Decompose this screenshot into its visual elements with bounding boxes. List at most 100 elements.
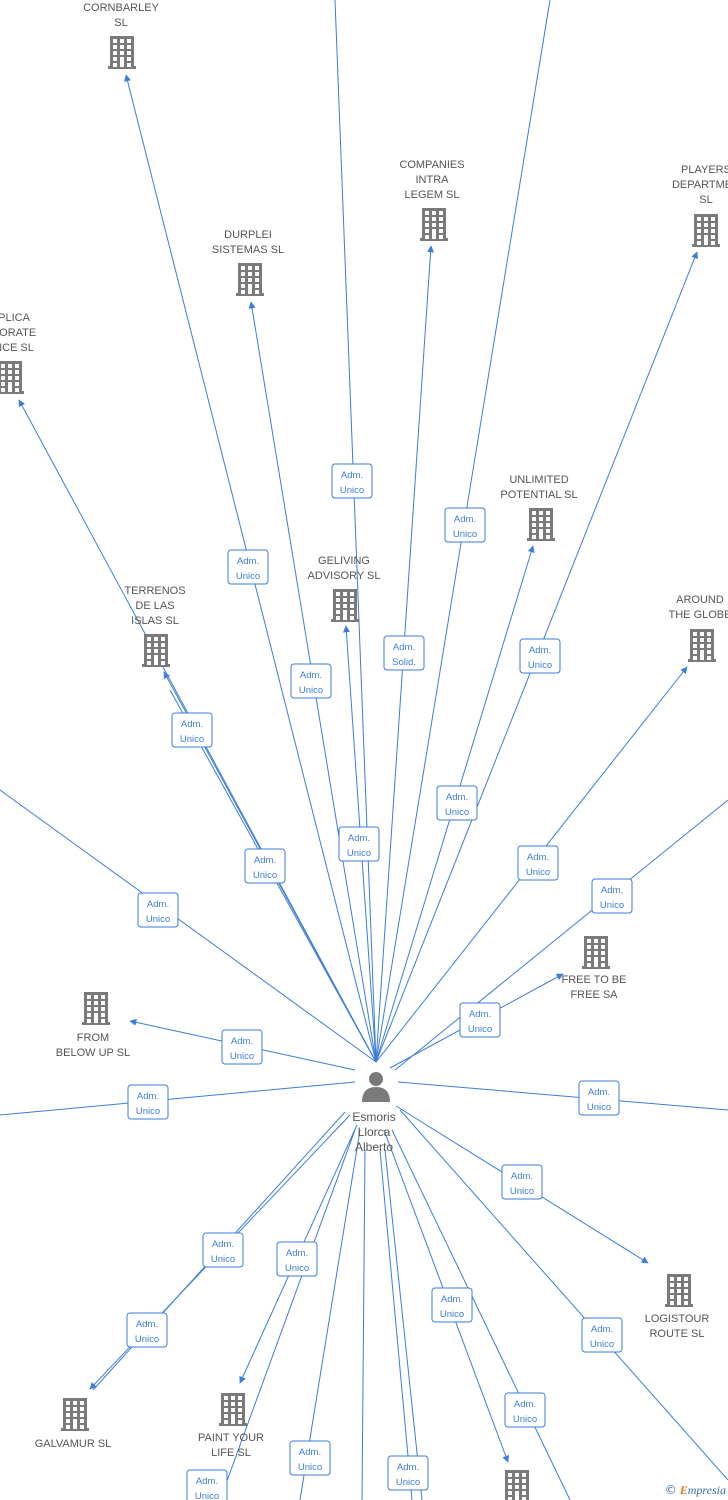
role-badge[interactable]: Adm.Solid. <box>383 635 425 671</box>
role-label: Adm. <box>469 1009 491 1020</box>
role-badge[interactable]: Adm. Unico <box>126 1312 168 1348</box>
edge-line <box>0 789 377 1063</box>
role-badge[interactable]: Adm. Unico <box>244 848 286 884</box>
role-badge[interactable]: Adm.Unico <box>290 663 332 699</box>
role-badge[interactable]: Adm.Unico <box>444 507 486 543</box>
role-label: Adm. <box>196 1476 218 1487</box>
person-name: Alberto <box>355 1140 393 1154</box>
role-label: Adm. <box>137 1091 159 1102</box>
role-badge[interactable]: Adm.Unico <box>501 1164 543 1200</box>
roles-layer: Adm.UnicoAdm.UnicoAdm.UnicoAdm.UnicoAdm.… <box>126 463 633 1500</box>
brand-footer[interactable]: © Empresia <box>665 1483 726 1498</box>
person-icon <box>362 1072 390 1102</box>
role-label: Unico <box>445 807 469 818</box>
role-badge[interactable]: Adm.Unico <box>227 549 269 585</box>
role-badge[interactable]: Adm.Unico <box>519 638 561 674</box>
role-label: Unico <box>136 1106 160 1117</box>
company-label: DE LAS <box>135 600 174 612</box>
role-badge[interactable]: Adm. Unico <box>127 1084 169 1120</box>
role-badge[interactable]: Adm.Unico <box>459 1002 501 1038</box>
company-node-plica[interactable]: PLICAPORATENCE SL <box>0 312 36 394</box>
role-label: Adm. <box>254 855 276 866</box>
role-label: Unico <box>513 1414 537 1425</box>
role-badge[interactable]: Adm.Unico <box>581 1317 623 1353</box>
company-label: BELOW UP SL <box>56 1047 130 1059</box>
edge-line <box>397 1081 728 1111</box>
edge-line <box>219 1129 356 1500</box>
building-icon <box>236 263 264 296</box>
role-badge[interactable]: Adm.Unico <box>504 1392 546 1428</box>
role-label: Adm. <box>446 792 468 803</box>
role-badge[interactable]: Adm. Unico <box>331 463 373 499</box>
company-label: TERRENOS <box>124 585 185 597</box>
building-icon <box>0 361 24 394</box>
building-icon <box>692 214 720 247</box>
role-label: Unico <box>146 914 170 925</box>
edge-line <box>399 1109 728 1481</box>
role-label: Unico <box>180 734 204 745</box>
edge-line <box>394 799 728 1071</box>
edge-line <box>384 1149 423 1500</box>
role-badge[interactable]: Adm. Unico <box>436 785 478 821</box>
role-badge[interactable]: Adm. Unico <box>186 1469 228 1500</box>
role-label: Adm. <box>527 852 549 863</box>
building-icon <box>82 992 110 1025</box>
role-badge[interactable]: Adm.Unico <box>431 1287 473 1323</box>
role-badge[interactable]: Adm.Unico <box>517 845 559 881</box>
role-label: Solid. <box>392 657 416 668</box>
company-node-galvamur[interactable]: GALVAMUR SL <box>35 1398 112 1450</box>
role-label: Unico <box>195 1491 219 1500</box>
role-label: Unico <box>340 485 364 496</box>
company-label: ISLAS SL <box>131 615 179 627</box>
role-label: Unico <box>440 1309 464 1320</box>
brand-name: mpresia <box>687 1483 726 1497</box>
edge-line <box>361 1149 366 1500</box>
role-badge[interactable]: Adm.Unico <box>387 1455 429 1491</box>
company-label: POTENTIAL SL <box>500 489 577 501</box>
company-node-players[interactable]: PLAYERSDEPARTMENSL <box>672 164 728 247</box>
role-badge[interactable]: Adm.Unico <box>338 826 380 862</box>
building-icon <box>688 629 716 662</box>
company-node-unlimited[interactable]: UNLIMITED POTENTIAL SL <box>500 474 578 541</box>
role-badge[interactable]: Adm.Unico <box>276 1241 318 1277</box>
role-label: Adm. <box>181 719 203 730</box>
building-icon <box>582 936 610 969</box>
company-label: PLAYERS <box>681 164 728 176</box>
role-badge[interactable]: Adm.Unico <box>289 1440 331 1476</box>
role-label: Unico <box>135 1334 159 1345</box>
role-label: Unico <box>298 1462 322 1473</box>
role-label: Adm. <box>147 899 169 910</box>
role-badge[interactable]: Adm. Unico <box>137 892 179 928</box>
role-label: Unico <box>230 1051 254 1062</box>
role-badge[interactable]: Adm. Unico <box>171 712 213 748</box>
role-label: Adm. <box>341 470 363 481</box>
role-badge[interactable]: Adm.Unico <box>221 1029 263 1065</box>
role-badge[interactable]: Adm.Unico <box>202 1232 244 1268</box>
company-label: UNLIMITED <box>509 474 568 486</box>
company-node-terrenos[interactable]: TERRENOS DE LAS ISLAS SL <box>124 585 186 667</box>
company-label: LEGEM SL <box>404 189 459 201</box>
company-node-bottom-unnamed[interactable] <box>503 1470 531 1500</box>
role-label: Unico <box>253 870 277 881</box>
company-label: CORNBARLEY <box>83 2 159 14</box>
building-icon <box>219 1393 247 1426</box>
role-label: Adm. <box>136 1319 158 1330</box>
role-badge[interactable]: Adm.Unico <box>591 878 633 914</box>
company-label: GALVAMUR SL <box>35 1438 112 1450</box>
role-label: Unico <box>510 1186 534 1197</box>
company-label: FREE SA <box>570 989 618 1001</box>
role-badge[interactable]: Adm.Unico <box>578 1080 620 1116</box>
edge-line <box>299 1129 361 1500</box>
